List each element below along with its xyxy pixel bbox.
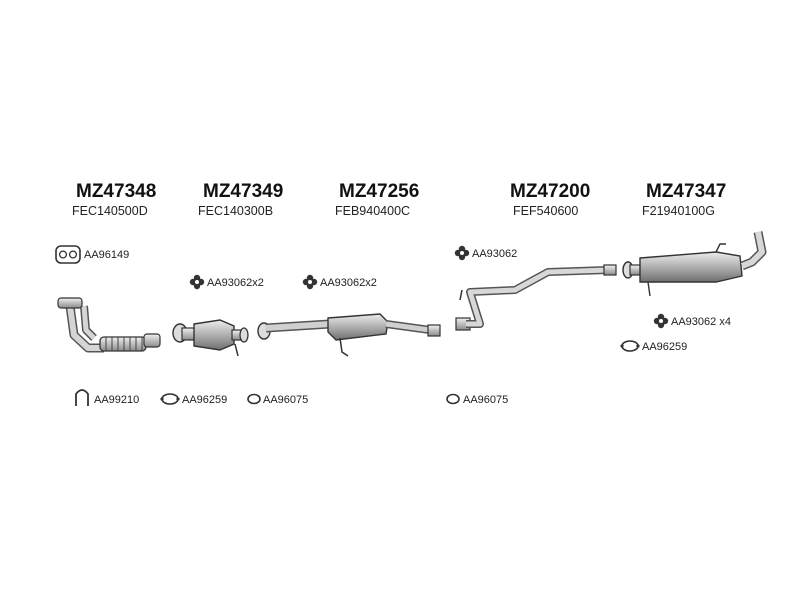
fitting-label-aa96075-front: AA96075 (263, 394, 309, 406)
rubber-hanger-icon (653, 313, 669, 329)
part-number-rear-silencer: MZ47347 (646, 181, 727, 202)
fitting-label-aa99210: AA99210 (94, 394, 140, 406)
catalytic-converter-part (172, 319, 249, 357)
seal-ring-icon (446, 393, 460, 405)
part-number-middle-silencer: MZ47256 (339, 181, 420, 202)
fitting-label-aa96075-mid: AA96075 (463, 394, 509, 406)
oem-code-middle-silencer: FEB940400C (335, 204, 411, 218)
ring-gasket-icon (160, 393, 180, 405)
middle-silencer-part (257, 313, 441, 357)
u-clamp-icon (75, 389, 89, 406)
ring-gasket-icon (620, 340, 640, 352)
oem-code-front-pipe: FEC140500D (72, 204, 148, 218)
part-number-intermediate-pipe: MZ47200 (510, 181, 591, 202)
fitting-label-aa93062: AA93062 (472, 248, 518, 260)
front-pipe-part (57, 297, 161, 353)
gasket-icon (55, 245, 81, 264)
oem-code-rear-silencer: F21940100G (642, 204, 715, 218)
fitting-label-aa93062x4: AA93062 x4 (671, 316, 731, 328)
rear-silencer-part (622, 231, 767, 297)
oem-code-catalyst: FEC140300B (198, 204, 274, 218)
oem-code-intermediate-pipe: FEF540600 (513, 204, 579, 218)
part-number-catalyst: MZ47349 (203, 181, 284, 202)
rubber-hanger-icon (454, 245, 470, 261)
intermediate-pipe-part (455, 264, 617, 331)
fitting-label-aa96149: AA96149 (84, 249, 130, 261)
rubber-hanger-icon (302, 274, 318, 290)
rubber-hanger-icon (189, 274, 205, 290)
fitting-label-aa93062x2-catalyst: AA93062x2 (207, 277, 264, 289)
part-number-front-pipe: MZ47348 (76, 181, 157, 202)
fitting-label-aa93062x2-silencer: AA93062x2 (320, 277, 377, 289)
fitting-label-aa96259-front: AA96259 (182, 394, 228, 406)
seal-ring-icon (247, 393, 261, 405)
fitting-label-aa96259-rear: AA96259 (642, 341, 688, 353)
